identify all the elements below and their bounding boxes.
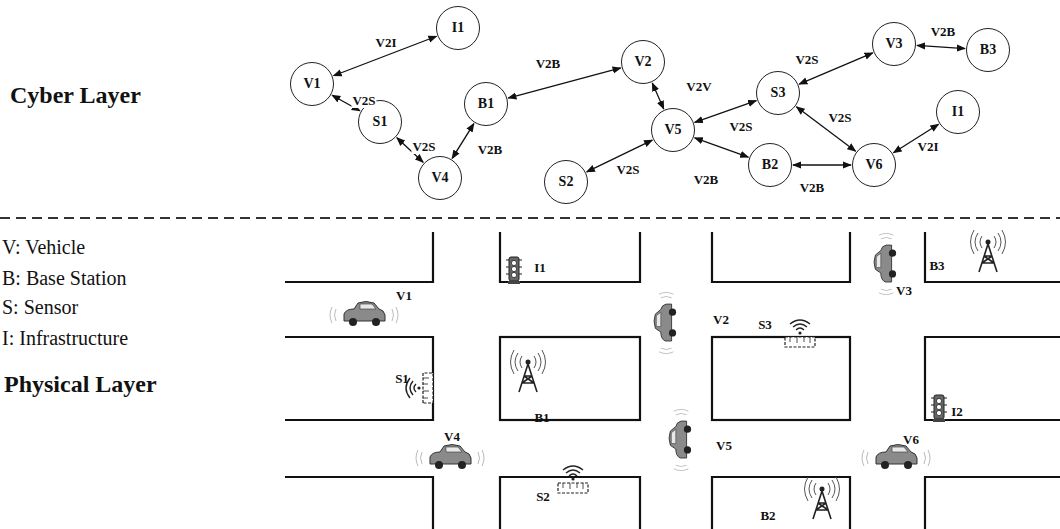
- entity-circle: V3: [872, 22, 916, 66]
- link-label: V2I: [917, 140, 940, 154]
- link-label: V2V: [685, 80, 712, 94]
- node-label: V1: [303, 76, 320, 92]
- device-label: B1: [534, 411, 549, 425]
- node-label: V6: [865, 157, 882, 173]
- link-label: V2B: [930, 25, 957, 39]
- link-arrow: [508, 68, 621, 98]
- link-arrow: [452, 124, 474, 159]
- node-label: S2: [559, 174, 574, 190]
- entity-circle: B3: [966, 28, 1010, 72]
- node-label: I1: [952, 104, 964, 120]
- node-label: V4: [431, 170, 448, 186]
- entity-circle: I1: [936, 90, 980, 134]
- legend-text: V: Vehicle: [2, 236, 85, 258]
- layer-title: Physical Layer: [4, 371, 157, 397]
- link-label: V2S: [728, 120, 753, 134]
- link-label: V2S: [411, 140, 436, 154]
- node-label: V3: [885, 36, 902, 52]
- node-label: B2: [762, 157, 778, 173]
- link-arrow: [793, 164, 851, 165]
- device-label: S3: [758, 318, 772, 332]
- link-label: V2S: [827, 111, 852, 125]
- link-arrow: [652, 83, 663, 109]
- link-label: V2B: [693, 173, 720, 187]
- device-label: B2: [760, 509, 775, 523]
- device-label: V3: [896, 284, 912, 298]
- entity-circle: V1: [290, 62, 334, 106]
- device-label: V1: [396, 289, 412, 303]
- device-label: V6: [903, 433, 919, 447]
- node-label: S1: [373, 114, 388, 130]
- link-label: V2I: [375, 36, 398, 50]
- node-label: I1: [452, 20, 464, 36]
- link-arrow: [695, 138, 749, 157]
- link-label: V2B: [535, 57, 562, 71]
- link-label: V2S: [615, 163, 640, 177]
- node-label: V5: [664, 122, 681, 138]
- device-label: I1: [534, 261, 546, 275]
- entity-circle: I1: [436, 6, 480, 50]
- layer-title: Cyber Layer: [10, 82, 141, 108]
- device-label: V4: [444, 430, 460, 444]
- device-label: B3: [929, 259, 944, 273]
- legend-text: B: Base Station: [2, 267, 126, 289]
- node-label: B1: [478, 96, 494, 112]
- link-label: V2B: [799, 181, 826, 195]
- entity-circle: V6: [852, 143, 896, 187]
- device-label: S2: [536, 490, 550, 504]
- node-label: S3: [771, 85, 786, 101]
- entity-circle: S3: [756, 71, 800, 115]
- device-label: V2: [713, 313, 729, 327]
- legend-text: S: Sensor: [2, 296, 78, 318]
- entity-circle: V5: [651, 108, 695, 152]
- entity-circle: V2: [621, 40, 665, 84]
- device-label: I2: [951, 405, 963, 419]
- node-label: B3: [980, 42, 996, 58]
- entity-circle: S2: [544, 160, 588, 204]
- entity-circle: B2: [748, 143, 792, 187]
- device-label: S1: [395, 372, 409, 386]
- link-arrow: [333, 36, 436, 76]
- link-label: V2B: [477, 143, 504, 157]
- legend-text: I: Infrastructure: [2, 327, 128, 349]
- entity-circle: V4: [418, 156, 462, 200]
- link-label: V2S: [351, 94, 376, 108]
- link-arrow: [796, 107, 855, 151]
- device-label: V5: [716, 439, 732, 453]
- entity-circle: B1: [464, 82, 508, 126]
- link-label: V2S: [794, 53, 819, 67]
- node-label: V2: [634, 54, 651, 70]
- link-arrow: [917, 45, 965, 48]
